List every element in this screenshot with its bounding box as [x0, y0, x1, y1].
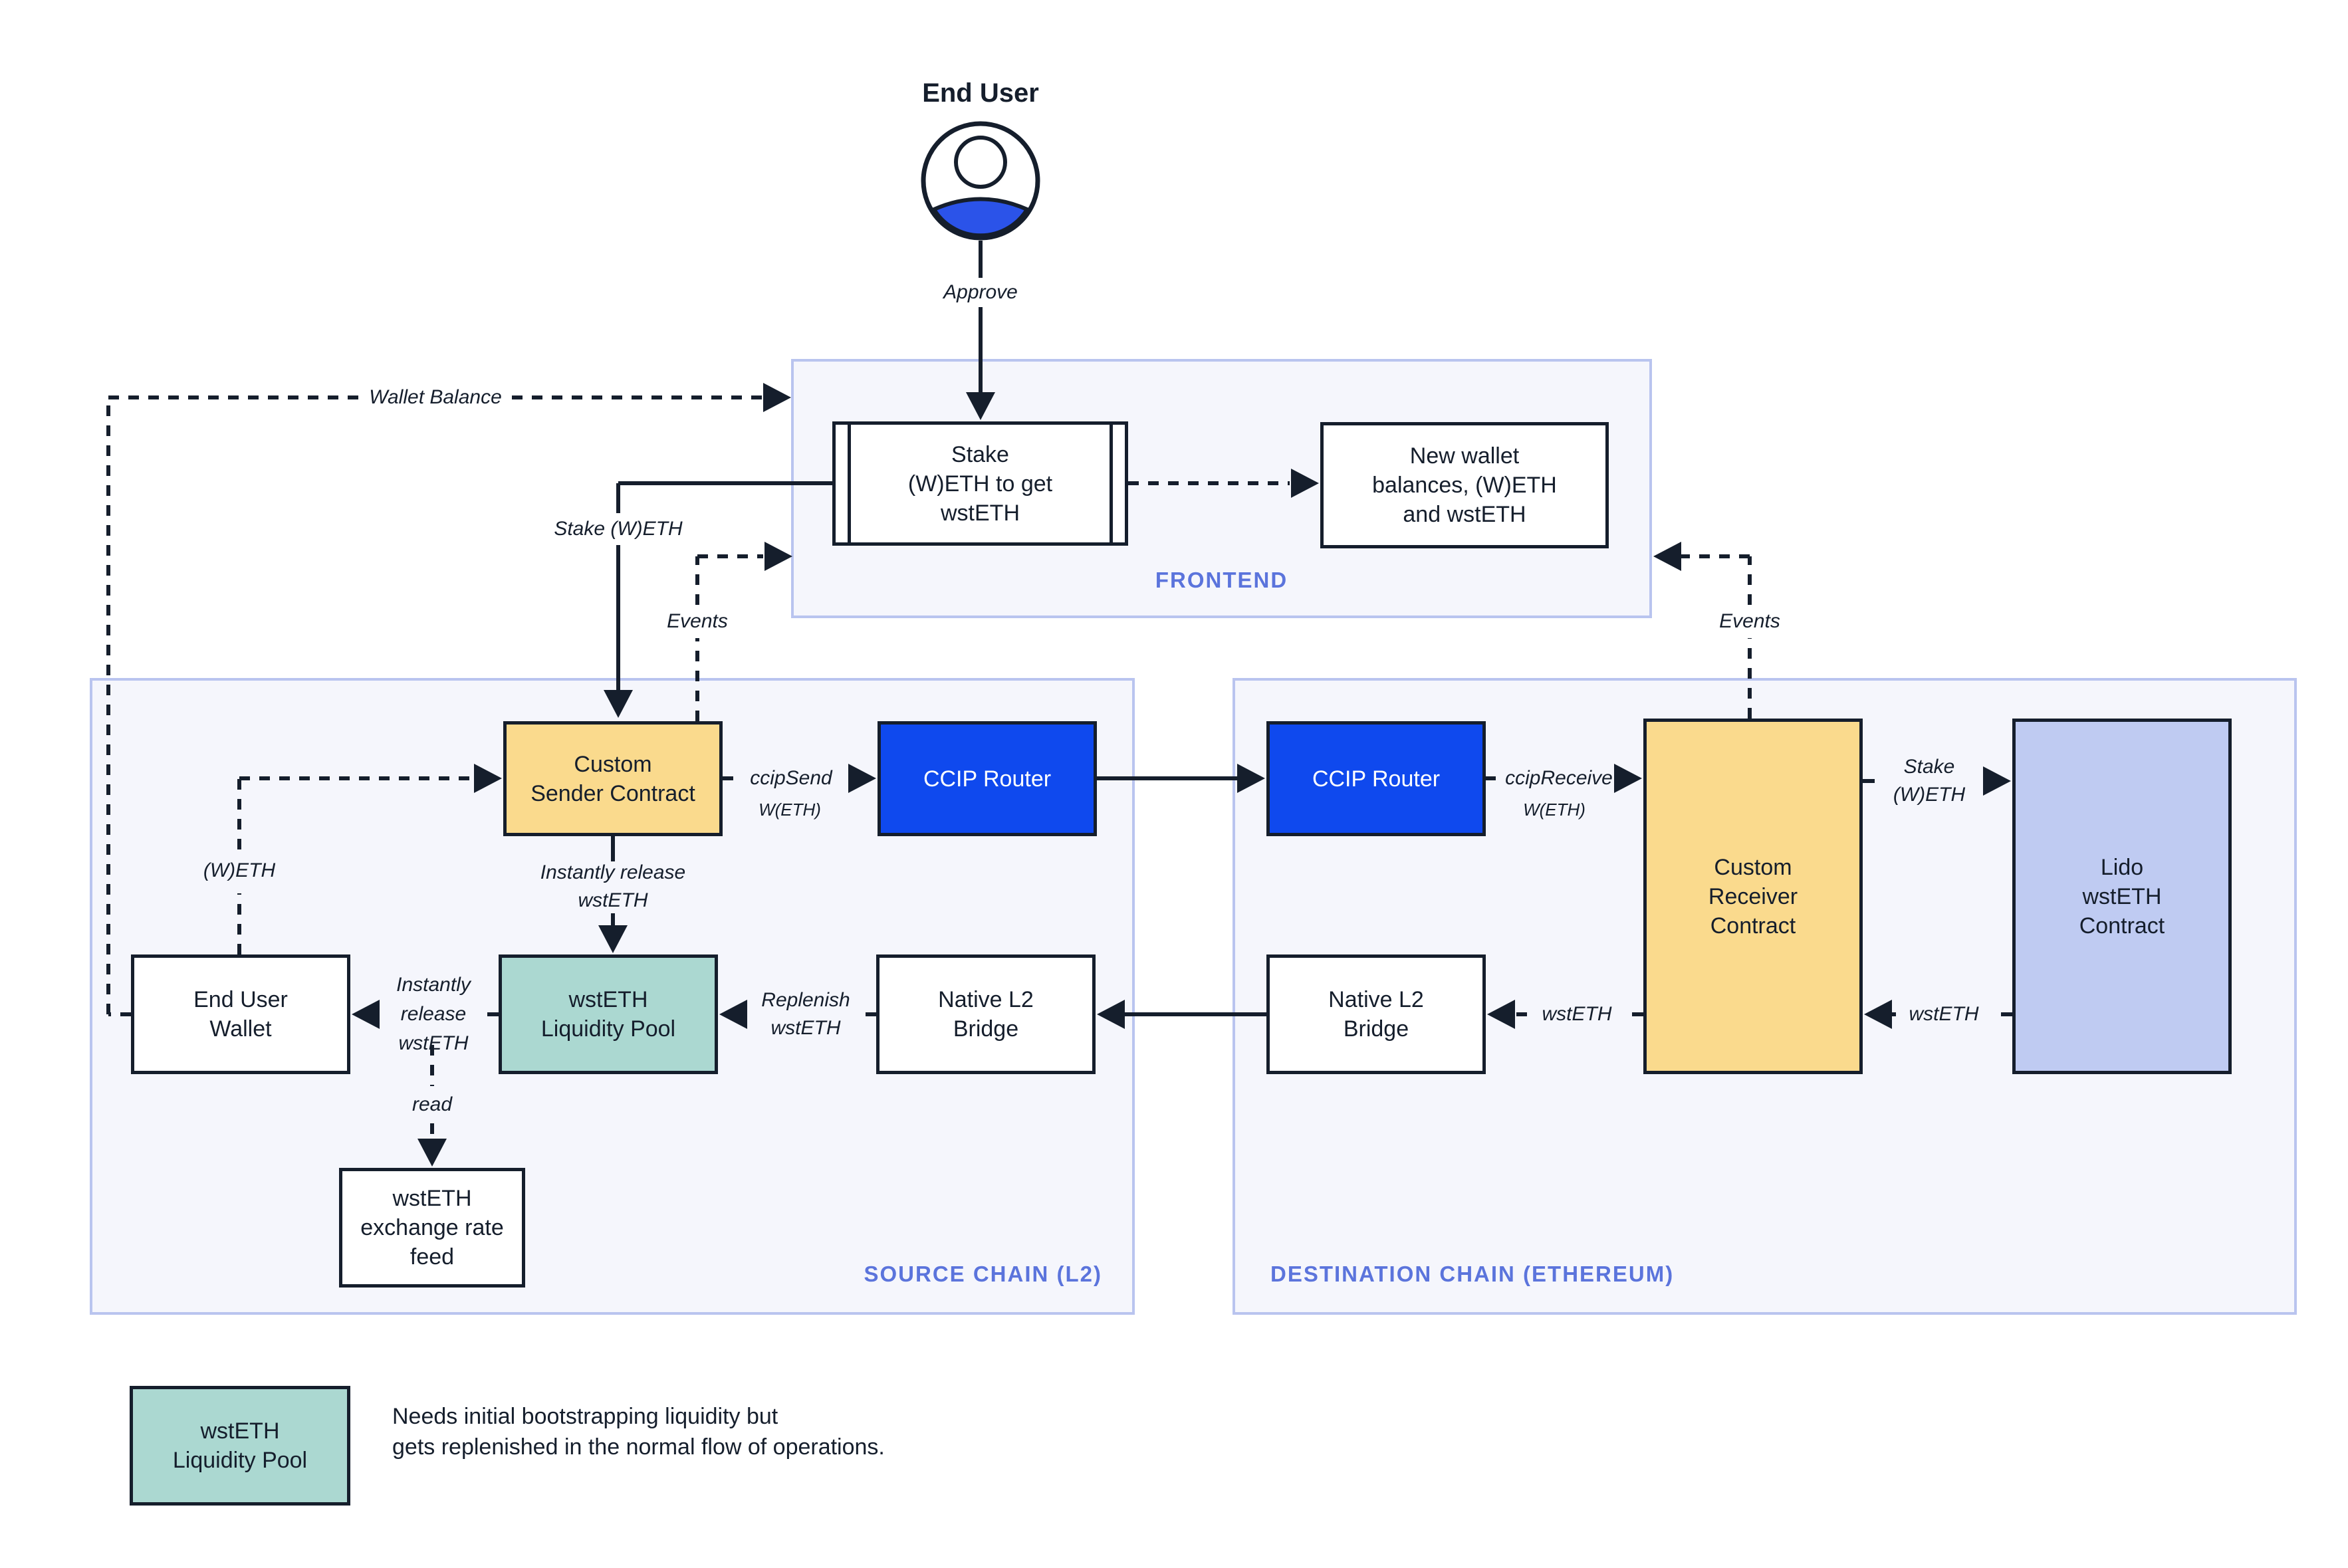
- label-instantly-release: Instantly release wstETH: [540, 861, 686, 911]
- legend-caption: Needs initial bootstrapping liquidity bu…: [392, 1404, 885, 1460]
- node-ccip-router-destination: CCIP Router: [1266, 721, 1486, 836]
- label-replenish: Replenish wstETH: [761, 989, 850, 1039]
- end-user-icon: [921, 121, 1040, 241]
- edge-read: [417, 1045, 447, 1167]
- source-chain-label: SOURCE CHAIN (L2): [864, 1262, 1102, 1286]
- node-custom-sender-contract: Custom Sender Contract: [503, 721, 723, 836]
- node-wsteth-exchange-rate-feed: wstETH exchange rate feed: [339, 1168, 525, 1288]
- legend-pool-swatch: wstETH Liquidity Pool: [130, 1386, 350, 1506]
- edge-instant-release-down: [598, 836, 628, 953]
- label-events-left: Events: [667, 610, 728, 632]
- end-user-title: End User: [922, 78, 1039, 108]
- label-events-right: Events: [1719, 610, 1780, 632]
- edge-wallet-balance: [106, 383, 791, 1016]
- label-wsteth-to-bridge: wstETH: [1542, 1003, 1612, 1025]
- label-stake-weth-right: Stake (W)ETH: [1893, 756, 1966, 806]
- label-stake-weth-left: Stake (W)ETH: [554, 518, 683, 540]
- frontend-label: FRONTEND: [1155, 568, 1288, 592]
- label-ccip-receive: ccipReceive: [1505, 767, 1613, 789]
- label-ccip-send-token: W(ETH): [759, 800, 821, 820]
- node-native-l2-bridge-source: Native L2 Bridge: [876, 954, 1096, 1074]
- label-wsteth-from-lido: wstETH: [1909, 1003, 1979, 1025]
- label-instantly-release-left: Instantly release wstETH: [396, 974, 471, 1054]
- edge-approve: [966, 241, 995, 420]
- edge-replenish: [719, 1000, 876, 1029]
- edge-events-left: [695, 542, 792, 721]
- label-weth: (W)ETH: [203, 859, 276, 881]
- edge-ccip-send: [723, 764, 876, 793]
- edge-stake-weth-right: [1863, 766, 2011, 796]
- edge-router-to-router: [1097, 764, 1265, 793]
- node-wsteth-liquidity-pool: wstETH Liquidity Pool: [499, 954, 718, 1074]
- node-native-l2-bridge-destination: Native L2 Bridge: [1266, 954, 1486, 1074]
- label-read: read: [411, 1093, 453, 1115]
- node-stake-box: Stake (W)ETH to get wstETH: [832, 421, 1128, 546]
- label-wallet-balance: Wallet Balance: [369, 386, 502, 408]
- edge-weth: [237, 764, 502, 954]
- edge-release-to-wallet: [352, 1000, 499, 1029]
- label-approve: Approve: [943, 281, 1018, 303]
- edge-stake-to-newwallet: [1128, 469, 1319, 498]
- edge-stake-weth-left: [604, 481, 832, 718]
- edge-wsteth-to-bridge: [1487, 1000, 1643, 1029]
- node-end-user-wallet: End User Wallet: [131, 954, 350, 1074]
- edge-ccip-receive: [1486, 764, 1642, 793]
- destination-chain-label: DESTINATION CHAIN (ETHEREUM): [1270, 1262, 1675, 1286]
- node-new-wallet: New wallet balances, (W)ETH and wstETH: [1320, 422, 1609, 548]
- node-ccip-router-source: CCIP Router: [878, 721, 1097, 836]
- edge-wsteth-from-lido: [1864, 1000, 2012, 1029]
- edge-events-right: [1653, 542, 1752, 719]
- label-ccip-send: ccipSend: [750, 767, 832, 789]
- label-ccip-receive-token: W(ETH): [1523, 800, 1585, 820]
- node-lido-wsteth-contract: Lido wstETH Contract: [2012, 719, 2232, 1074]
- edge-bridge-to-bridge: [1097, 1000, 1266, 1029]
- node-custom-receiver-contract: Custom Receiver Contract: [1643, 719, 1863, 1074]
